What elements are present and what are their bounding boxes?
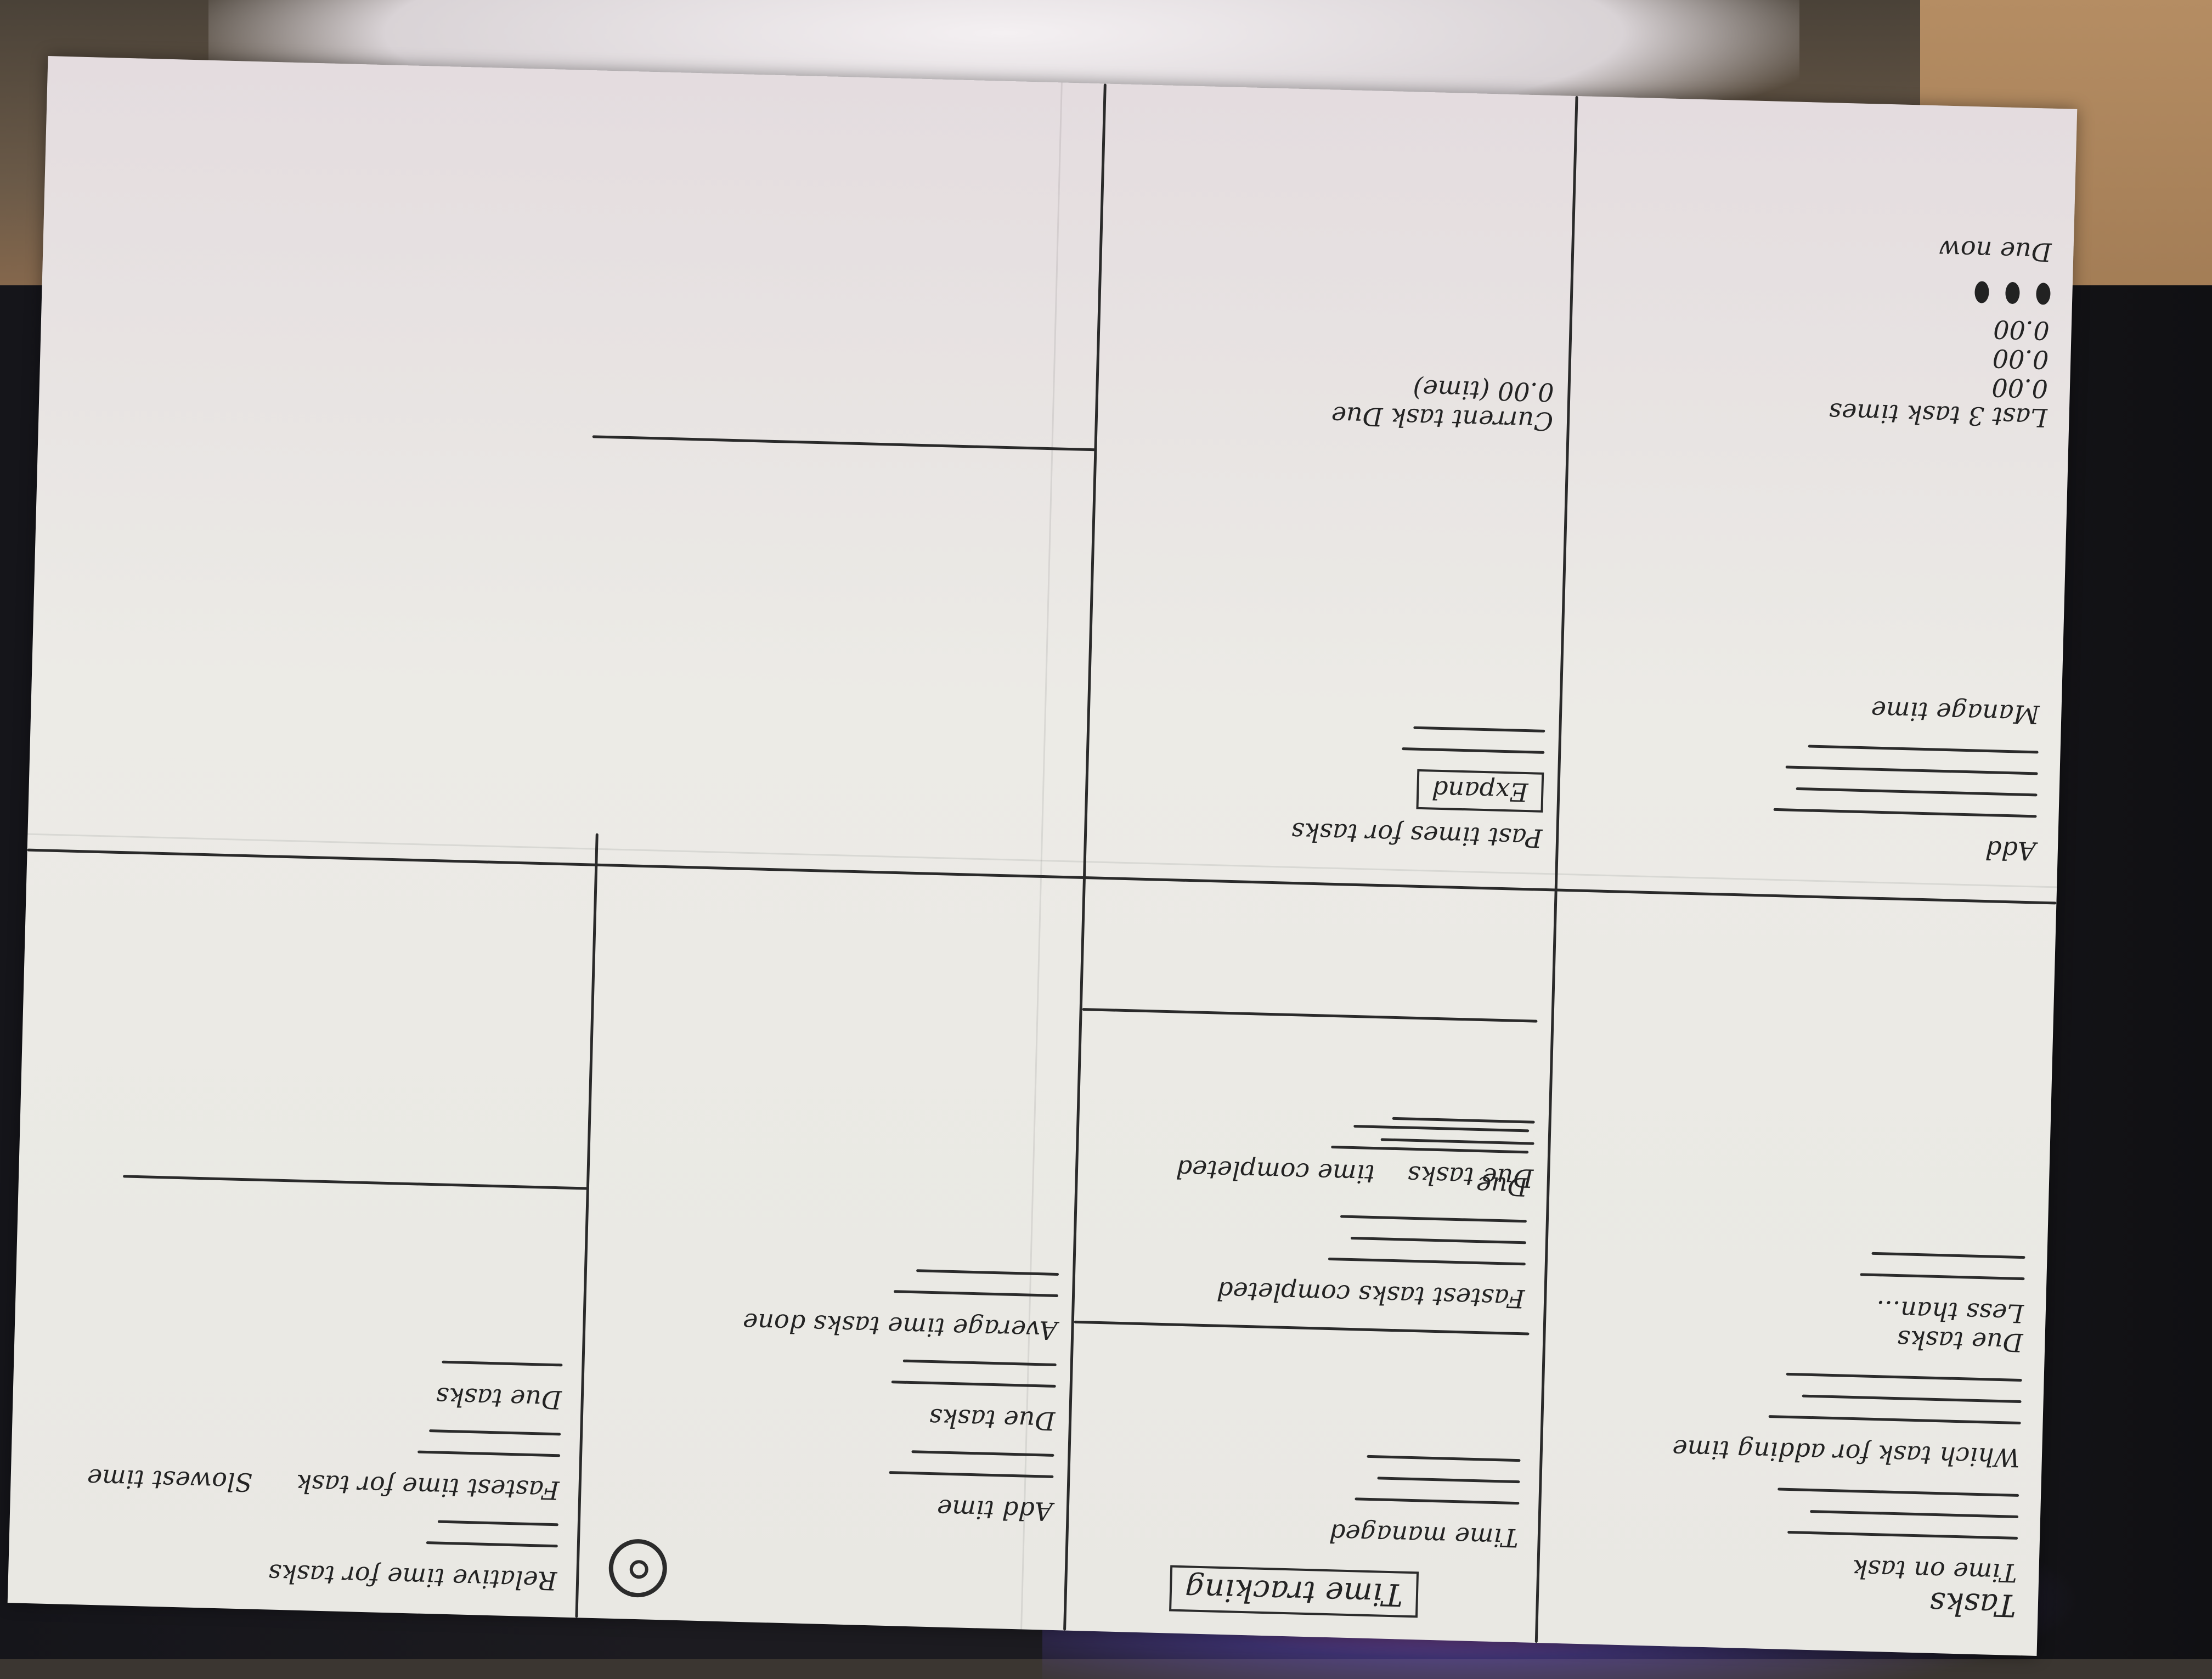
past-times-panel: Past times for tasks Expand [1092,700,1545,853]
average-due-entry [902,1359,1057,1367]
divider [592,435,1097,452]
relative-due-entry [442,1360,563,1367]
completed-due-label: Due tasks [1407,1160,1534,1193]
manage-entry[interactable] [1773,808,2037,818]
due-task-entry[interactable] [1871,1252,2025,1259]
manage-entry[interactable] [1808,745,2039,754]
task-entry[interactable] [1787,1530,2018,1540]
fastest-entry [1350,1237,1526,1244]
divider [1074,1320,1530,1336]
time-managed-heading[interactable]: Time managed [1329,1518,1519,1553]
expand-button[interactable]: Expand [1415,769,1544,813]
task-entry[interactable] [1810,1509,2019,1518]
past-time-entry [1413,726,1545,733]
task-option[interactable] [1768,1415,2021,1424]
relative-due-label: Due tasks [435,1382,562,1415]
status-dot [1974,281,1989,304]
average-due-label: Due tasks [929,1403,1056,1436]
home-panel: Time tracking Time managed [1077,1429,1521,1620]
manage-panel: Add Manage time [1564,688,2040,866]
average-due-entry [891,1381,1056,1388]
due-now-label: Due now [1938,234,2052,268]
fastest-column-label: Fastest time for task [296,1468,560,1506]
fastest-entry [1340,1215,1527,1223]
add-time-panel: Add time Due tasks Average time tasks do… [584,1242,1059,1608]
completed-panel: Due tasks time completed [1084,1090,1536,1193]
average-title: Average time tasks done [742,1308,1058,1346]
managed-entry [1377,1477,1520,1483]
divider [1082,1007,1538,1023]
slowest-column-label: Slowest time [87,1463,253,1497]
home-title: Time tracking [1169,1565,1419,1618]
relative-title: Relative time for tasks [268,1558,557,1596]
manage-entry[interactable] [1785,765,2038,775]
completed-entry [1380,1138,1534,1145]
status-dot [2005,282,2020,305]
tasks-prompt: Which task for adding time [1672,1434,2021,1473]
past-times-title: Past times for tasks [1290,816,1543,853]
divider [123,1175,589,1190]
manage-entry[interactable] [1796,787,2038,797]
current-task-panel: Current task Due 0.00 (time) [1103,366,1554,437]
task-option[interactable] [1802,1394,2022,1403]
relative-entry [426,1541,558,1548]
relative-row [429,1429,561,1436]
task-option[interactable] [1786,1372,2022,1382]
completed-entry [1392,1117,1535,1124]
completed-time-label: time completed [1175,1154,1375,1190]
tasks-panel: Tasks Time on task Which task for adding… [1555,1225,2025,1623]
average-entry [916,1269,1059,1276]
status-dot [2035,283,2051,306]
fastest-entry [1328,1257,1526,1266]
relative-row [417,1450,561,1457]
average-entry [894,1290,1059,1298]
managed-entry [1367,1455,1521,1462]
current-panel: Last 3 task times 0.00 0.00 0.00 Due now [1575,226,2052,433]
fastest-title: Fastest tasks completed [1216,1276,1525,1314]
add-time-entry[interactable] [889,1471,1054,1479]
gear-icon[interactable] [608,1538,668,1598]
divider [1063,83,1107,1631]
manage-add-label[interactable]: Add [1985,835,2036,866]
add-time-heading[interactable]: Add time [936,1494,1053,1526]
add-time-entry[interactable] [911,1450,1054,1457]
due-task-entry[interactable] [1860,1273,2025,1281]
relative-panel: Relative time for tasks Fastest time for… [36,1332,563,1596]
task-entry[interactable] [1778,1488,2019,1497]
managed-entry [1355,1497,1520,1505]
past-time-entry [1402,747,1545,754]
relative-entry [437,1520,558,1526]
sketch-paper: Tasks Time on task Which task for adding… [7,56,2078,1656]
manage-title: Manage time [1870,695,2040,730]
